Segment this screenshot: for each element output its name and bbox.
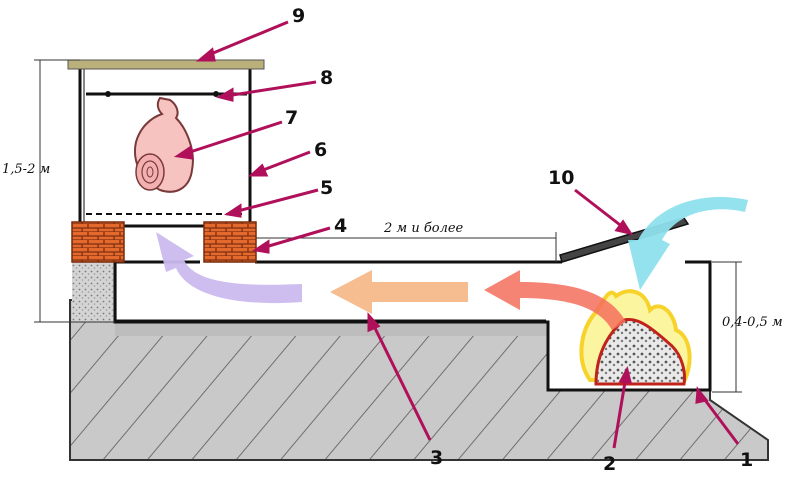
rod-hook-left	[105, 91, 111, 97]
foundation-backfill	[72, 262, 117, 322]
depth-label: 0,4-0,5 м	[722, 315, 783, 330]
fire-embers	[594, 317, 686, 386]
label-8: 8	[320, 67, 333, 89]
dimension-firebox-depth	[712, 261, 742, 393]
length-label: 2 м и более	[383, 221, 464, 236]
label-2: 2	[603, 453, 616, 475]
label-3: 3	[430, 447, 443, 469]
label-7: 7	[285, 107, 298, 129]
label-9: 9	[292, 5, 305, 27]
dimension-height-chamber	[34, 59, 115, 323]
flow-arrow-hot-smoke	[484, 270, 626, 330]
flow-arrow-cool-smoke	[156, 232, 302, 304]
channel-inner	[114, 265, 546, 321]
label-1: 1	[740, 449, 753, 471]
brick-support-right	[203, 221, 257, 263]
dimension-channel-length	[256, 232, 557, 262]
ground-surface-strip	[115, 322, 548, 336]
height-label: 1,5-2 м	[2, 162, 50, 177]
label-5: 5	[320, 177, 333, 199]
label-10: 10	[548, 167, 574, 189]
chamber-lid	[67, 59, 265, 70]
label-6: 6	[314, 139, 327, 161]
label-4: 4	[334, 215, 347, 237]
flow-arrow-warm-smoke	[330, 270, 468, 314]
brick-support-left	[71, 221, 125, 263]
pointer-lines	[173, 20, 740, 449]
rod-hook-right	[213, 91, 219, 97]
flow-arrow-cold-air	[628, 197, 748, 290]
